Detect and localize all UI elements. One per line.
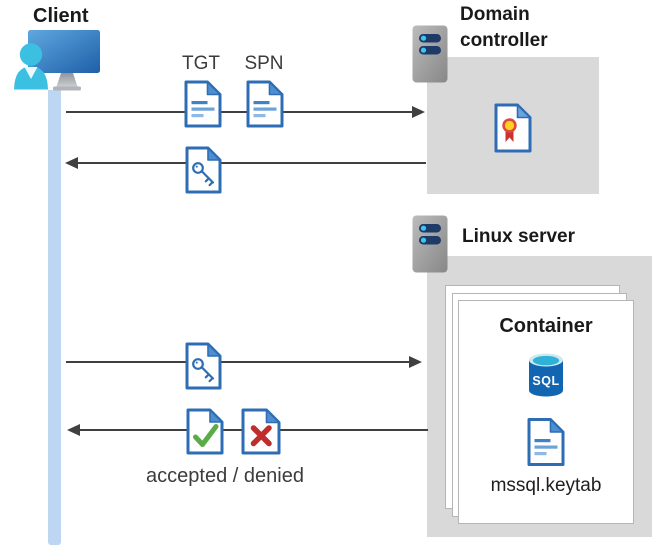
client-lifeline [48, 90, 61, 545]
sql-label: SQL [532, 374, 559, 388]
accepted-check-document-icon [185, 408, 225, 455]
arrow-client-to-dc-line [66, 111, 413, 113]
result-caption: accepted / denied [146, 465, 304, 487]
linux-server-icon [412, 215, 448, 273]
spn-document-icon [245, 80, 285, 128]
linux-server-title: Linux server [462, 226, 575, 247]
tgt-document-icon [183, 80, 223, 128]
service-ticket-key-document-icon [184, 342, 223, 390]
arrow-client-to-dc-head [412, 106, 425, 118]
arrow-client-to-container-head [409, 356, 422, 368]
arrow-dc-to-client-head [65, 157, 78, 169]
spn-label: SPN [244, 53, 284, 74]
denied-cross-document-icon [240, 408, 282, 455]
sql-database-icon: SQL [527, 351, 565, 399]
arrow-container-to-client-head [67, 424, 80, 436]
container-card: Container SQL mssql.keytab [458, 300, 634, 524]
session-key-document-icon [184, 146, 223, 194]
client-title: Client [33, 5, 89, 27]
arrow-client-to-container-line [66, 361, 409, 363]
container-title: Container [499, 315, 593, 337]
tgt-label: TGT [182, 53, 220, 74]
keytab-document-icon [526, 417, 566, 467]
domain-controller-server-icon [412, 25, 448, 83]
arrow-dc-to-client-line [77, 162, 426, 164]
client-person-monitor-icon [12, 28, 102, 92]
certificate-document-icon [493, 103, 533, 153]
keytab-filename: mssql.keytab [490, 475, 602, 496]
domain-controller-title: Domain controller [460, 4, 548, 51]
